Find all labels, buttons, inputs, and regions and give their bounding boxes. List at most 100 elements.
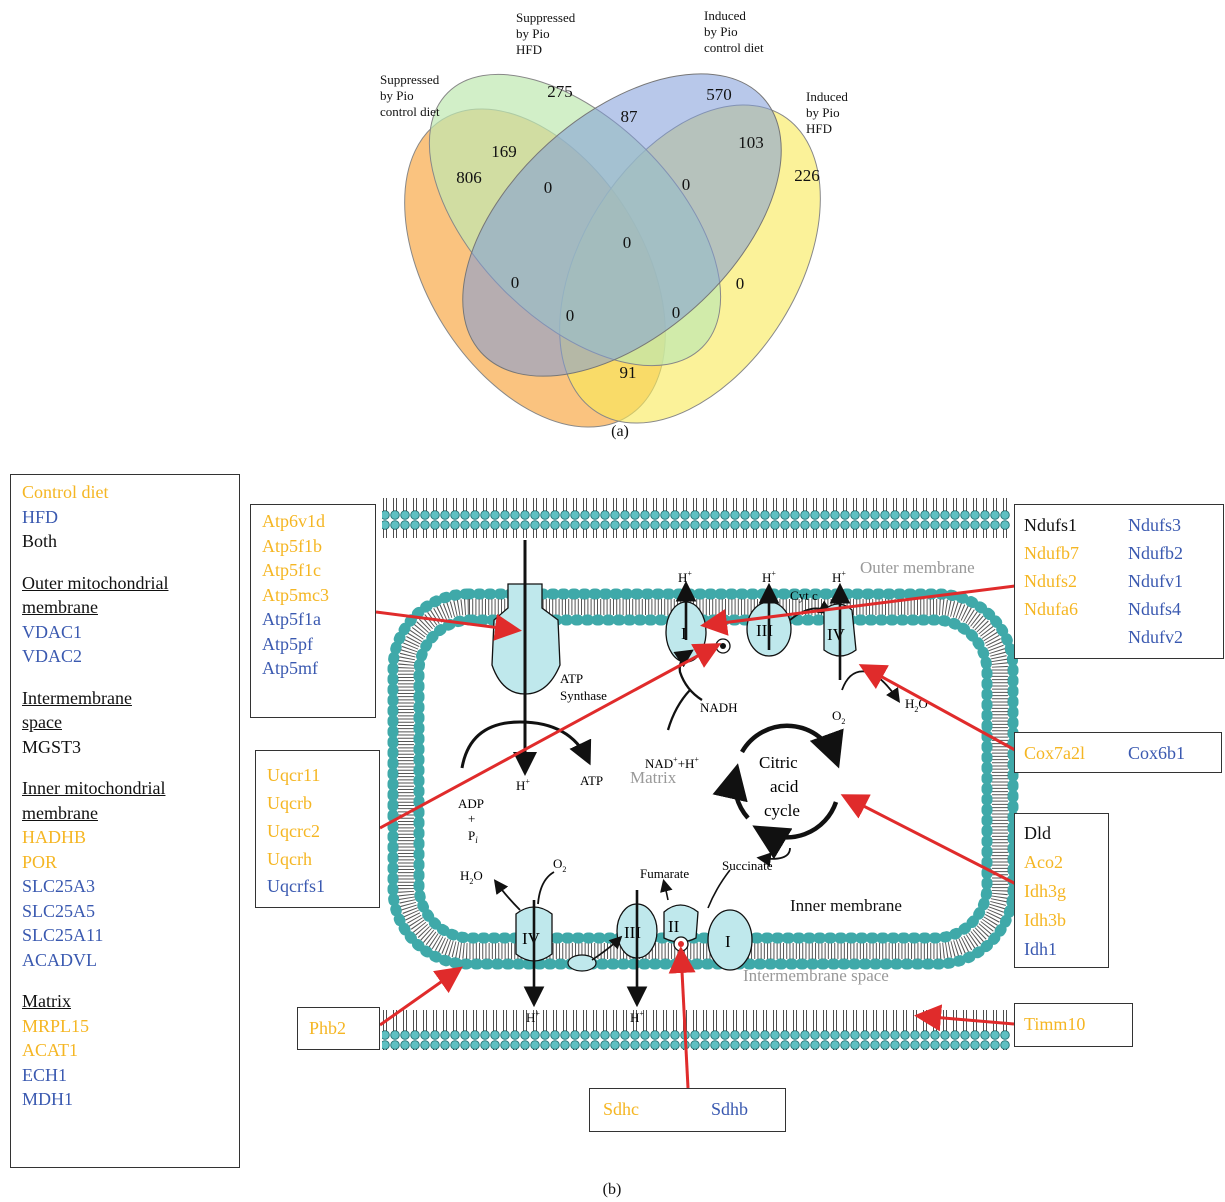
gene-label: Uqcrb [267, 793, 312, 813]
venn-count: 275 [547, 82, 573, 101]
gene-label: Ndufs4 [1128, 599, 1181, 619]
svg-text:H2O: H2O [460, 868, 483, 886]
svg-text:H+: H+ [516, 777, 530, 793]
gene-label: MRPL15 [22, 1015, 90, 1036]
venn-count: 87 [621, 107, 639, 126]
gene-label: Ndufv1 [1128, 571, 1183, 591]
gene-label: ECH1 [22, 1064, 67, 1085]
gene-label: Idh3g [1024, 881, 1066, 901]
gene-label: VDAC2 [22, 646, 83, 666]
gene-label: Atp5f1b [262, 535, 322, 556]
gene-label: SLC25A11 [22, 925, 104, 945]
gene-label: MGST3 [22, 736, 82, 757]
timm10-gene-box: Timm10 [1014, 1003, 1133, 1047]
atp-synthase: ATP Synthase ATP ADP + Pi H+ [458, 540, 607, 845]
gene-label: Atp6v1d [262, 511, 325, 531]
gene-label: SLC25A5 [22, 900, 96, 921]
svg-text:H+: H+ [762, 569, 776, 585]
nduf-gene-box: Ndufs1 Ndufb7 Ndufs2 Ndufa6 Ndufs3 Ndufb… [1014, 504, 1224, 659]
section-title: space [22, 712, 62, 732]
svg-text:O2: O2 [832, 708, 845, 726]
outer-membrane-label: Outer membrane [860, 558, 975, 577]
complex-iv-bottom: IV H+ O2 H2O [460, 856, 566, 1025]
svg-text:Pi: Pi [468, 828, 478, 845]
gene-label: Idh1 [1024, 939, 1057, 959]
svg-text:IV: IV [827, 625, 846, 644]
venn-count: 0 [682, 175, 691, 194]
section-title: Intermembrane [22, 687, 132, 708]
gene-label: Ndufb7 [1024, 543, 1079, 563]
svg-text:acid: acid [770, 777, 799, 796]
gene-label: Idh3b [1024, 910, 1066, 930]
gene-label: Timm10 [1024, 1014, 1086, 1034]
gene-label: Ndufs3 [1128, 515, 1181, 535]
venn-count: 0 [511, 273, 520, 292]
gene-label: VDAC1 [22, 621, 83, 642]
section-title: membrane [22, 597, 98, 617]
section-title: Outer mitochondrial [22, 572, 169, 593]
gene-label: Uqcrfs1 [267, 876, 325, 896]
gene-label: Ndufa6 [1024, 599, 1078, 619]
gene-label: POR [22, 851, 58, 872]
complex-iii-top: III H+ Cyt c [746, 569, 834, 657]
atp-gene-box: Atp6v1d Atp5f1b Atp5f1c Atp5mc3 Atp5f1a … [250, 504, 376, 718]
caption-b: (b) [603, 1181, 622, 1198]
gene-label: Cox6b1 [1128, 743, 1186, 763]
venn-count: 103 [738, 133, 764, 152]
section-title: Matrix [22, 991, 71, 1011]
gene-label: Uqcr11 [267, 765, 321, 785]
svg-text:I: I [681, 624, 687, 643]
venn-count: 0 [623, 233, 632, 252]
svg-text:ATP: ATP [560, 671, 583, 686]
inner-membrane-outer-leaflet [387, 588, 1019, 970]
uqcr-gene-box: Uqcr11 Uqcrb Uqcrc2 Uqcrh Uqcrfs1 [255, 750, 380, 908]
svg-text:Succinate: Succinate [722, 858, 773, 873]
gene-label: ACAT1 [22, 1040, 79, 1060]
svg-text:NADH: NADH [700, 700, 738, 715]
gene-label: Ndufv2 [1128, 627, 1183, 647]
gene-label: Atp5mf [262, 658, 318, 678]
svg-text:cycle: cycle [764, 801, 800, 820]
gene-label: Phb2 [309, 1018, 347, 1038]
svg-text:H+: H+ [630, 1009, 644, 1025]
venn-count: 169 [491, 142, 517, 161]
section-title: membrane [22, 802, 98, 823]
svg-text:O2: O2 [553, 856, 566, 874]
intermembrane-space-label: Intermembrane space [743, 966, 889, 985]
gene-label: ACADVL [22, 949, 97, 970]
gene-label: Uqcrc2 [267, 821, 320, 841]
inner-membrane-tails [398, 599, 1008, 959]
venn-count: 0 [566, 306, 575, 325]
gene-label: Sdhc [603, 1099, 639, 1119]
venn-count: 806 [456, 168, 482, 187]
svg-text:IV: IV [522, 929, 541, 948]
inner-membrane-label: Inner membrane [790, 896, 902, 915]
svg-text:II: II [668, 917, 680, 936]
gene-label: MDH1 [22, 1089, 74, 1109]
svg-text:Synthase: Synthase [560, 688, 607, 703]
gene-label: Atp5mc3 [262, 584, 329, 605]
svg-text:Citric: Citric [759, 753, 798, 772]
gene-label: Ndufs2 [1024, 571, 1077, 591]
venn-ellipse-induced-control [462, 73, 782, 377]
gene-label: Uqcrh [267, 849, 312, 869]
venn-count: 0 [544, 178, 553, 197]
svg-text:H+: H+ [832, 569, 846, 585]
svg-text:H2O: H2O [905, 696, 928, 714]
svg-text:+: + [468, 811, 475, 826]
red-arrows [375, 584, 1017, 1089]
caption-a: (a) [611, 423, 629, 440]
svg-text:I: I [725, 932, 731, 951]
venn-count: 0 [736, 274, 745, 293]
svg-text:ATP: ATP [580, 773, 603, 788]
gene-label: Ndufb2 [1128, 543, 1183, 563]
gene-label: Dld [1024, 823, 1051, 843]
svg-text:III: III [624, 923, 641, 942]
